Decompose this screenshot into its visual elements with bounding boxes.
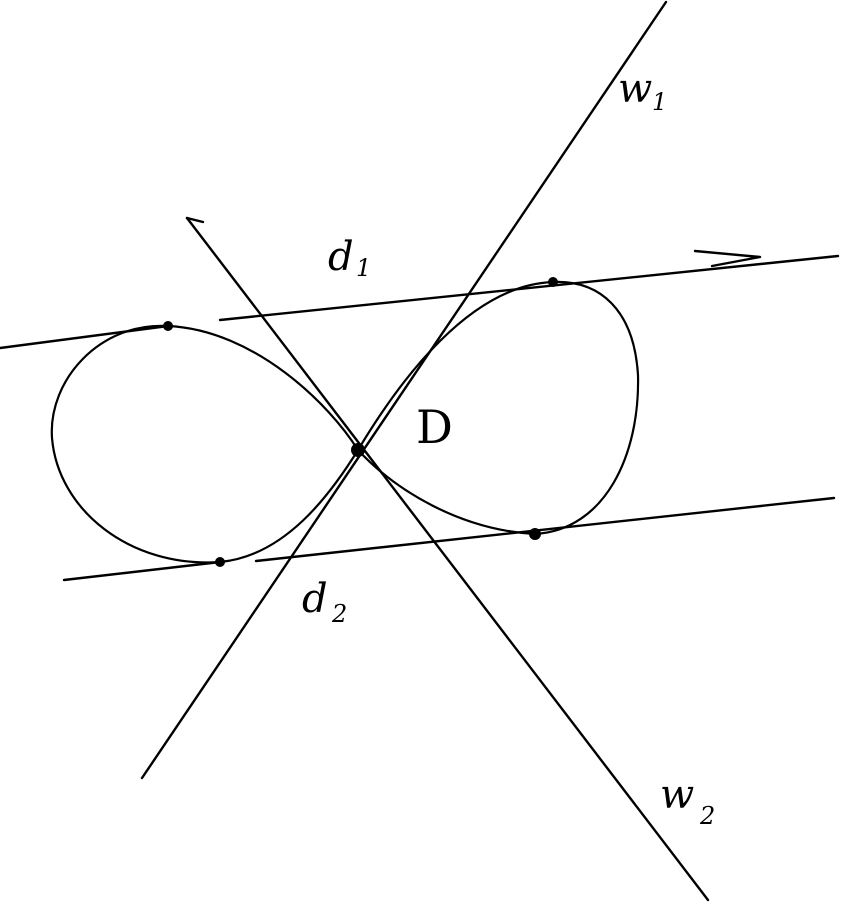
label-d2-sub: 2: [331, 600, 347, 628]
tangent-point-upper-left: [163, 321, 173, 331]
label-w1: w 1: [618, 66, 667, 116]
line-d1-left: [0, 324, 170, 350]
tangent-point-upper-right: [548, 277, 558, 287]
line-w1: [140, 0, 668, 780]
label-w2: w 2: [660, 772, 715, 830]
label-w1-sub: 1: [652, 88, 667, 116]
line-w2: [185, 216, 710, 902]
label-d2: d 2: [302, 576, 347, 628]
center-point: [351, 443, 365, 457]
label-w1-main: w: [618, 66, 652, 112]
line-d1-right: [218, 254, 840, 322]
label-d2-main: d: [302, 576, 328, 622]
line-d2-right: [254, 496, 836, 563]
tangent-point-lower-right: [529, 528, 541, 540]
line-w2-tick: [185, 216, 205, 224]
label-D: D: [416, 400, 453, 454]
label-w2-main: w: [660, 772, 694, 818]
figure-eight-curve: [50, 280, 640, 564]
line-d2-left: [62, 560, 222, 582]
label-w2-sub: 2: [699, 802, 715, 830]
line-d1-arrowhead: [693, 249, 762, 268]
label-d1-sub: 1: [356, 254, 371, 282]
label-d1-main: d: [328, 234, 354, 280]
label-d1: d 1: [328, 234, 371, 282]
tangent-point-lower-left: [215, 557, 225, 567]
